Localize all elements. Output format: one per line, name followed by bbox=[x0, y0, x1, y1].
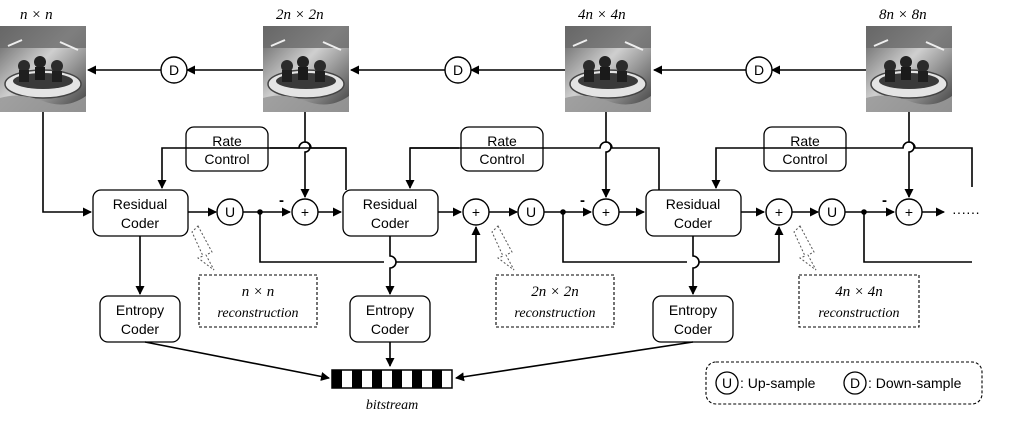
reconstruction-label-3: 4n × 4n reconstruction bbox=[798, 274, 920, 328]
svg-text:Residual: Residual bbox=[363, 196, 417, 212]
legend-down-text: : Down-sample bbox=[868, 375, 962, 391]
svg-text:D: D bbox=[850, 375, 860, 391]
image-8n-by-8n bbox=[865, 25, 953, 113]
svg-text:reconstruction: reconstruction bbox=[217, 306, 298, 321]
svg-text:Coder: Coder bbox=[674, 321, 712, 337]
upsample-node-2: U bbox=[517, 198, 545, 226]
svg-text:Coder: Coder bbox=[371, 215, 409, 231]
image-label-n: n × n bbox=[20, 7, 53, 23]
svg-text:4n × 4n: 4n × 4n bbox=[835, 284, 883, 300]
svg-text:U: U bbox=[225, 204, 235, 220]
svg-text:Rate: Rate bbox=[790, 133, 820, 149]
image-4n-by-4n bbox=[564, 25, 652, 113]
entropy-coder-3: Entropy Coder bbox=[652, 295, 734, 343]
svg-text:reconstruction: reconstruction bbox=[818, 306, 899, 321]
svg-text:Control: Control bbox=[782, 151, 827, 167]
image-label-2n: 2n × 2n bbox=[276, 7, 324, 23]
svg-text:U: U bbox=[827, 204, 837, 220]
residual-coder-1: Residual Coder bbox=[92, 189, 189, 237]
minus-sign-1: - bbox=[279, 192, 284, 209]
legend-down-icon bbox=[843, 371, 867, 395]
subtract-node-3: + bbox=[895, 198, 923, 226]
subtract-node-2: + bbox=[592, 198, 620, 226]
residual-coder-3: Residual Coder bbox=[645, 189, 742, 237]
svg-text:Control: Control bbox=[479, 151, 524, 167]
hint-arrow-3 bbox=[793, 225, 817, 271]
svg-text:U: U bbox=[526, 204, 536, 220]
svg-text:Residual: Residual bbox=[113, 196, 167, 212]
svg-text:+: + bbox=[472, 204, 480, 220]
hint-arrow-2 bbox=[491, 225, 515, 271]
svg-text:+: + bbox=[905, 204, 913, 220]
continuation-ellipsis: ······ bbox=[952, 204, 980, 220]
svg-text:D: D bbox=[754, 62, 764, 78]
svg-text:Rate: Rate bbox=[487, 133, 517, 149]
svg-text:2n × 2n: 2n × 2n bbox=[531, 284, 579, 300]
entropy-coder-1: Entropy Coder bbox=[99, 295, 181, 343]
add-node-1: + bbox=[462, 198, 490, 226]
upsample-node-3: U bbox=[818, 198, 846, 226]
rate-control-3: Rate Control bbox=[763, 126, 847, 172]
downsample-node-3: D bbox=[745, 56, 773, 84]
entropy-coder-2: Entropy Coder bbox=[349, 295, 431, 343]
svg-text:Entropy: Entropy bbox=[366, 302, 414, 318]
svg-text:D: D bbox=[169, 62, 179, 78]
svg-text:Coder: Coder bbox=[371, 321, 409, 337]
svg-text:reconstruction: reconstruction bbox=[514, 306, 595, 321]
downsample-node-1: D bbox=[160, 56, 188, 84]
svg-text:U: U bbox=[722, 375, 732, 391]
add-node-2: + bbox=[765, 198, 793, 226]
rate-control-2: Rate Control bbox=[460, 126, 544, 172]
svg-text:D: D bbox=[453, 62, 463, 78]
svg-text:Coder: Coder bbox=[674, 215, 712, 231]
svg-text:n × n: n × n bbox=[242, 284, 275, 300]
svg-text:Control: Control bbox=[204, 151, 249, 167]
svg-text:Coder: Coder bbox=[121, 321, 159, 337]
upsample-node-1: U bbox=[216, 198, 244, 226]
svg-text:+: + bbox=[775, 204, 783, 220]
reconstruction-label-1: n × n reconstruction bbox=[198, 274, 318, 328]
image-label-4n: 4n × 4n bbox=[578, 7, 626, 23]
image-label-8n: 8n × 8n bbox=[879, 7, 927, 23]
svg-text:+: + bbox=[301, 204, 309, 220]
bitstream-bar bbox=[331, 369, 453, 389]
legend-up-icon bbox=[715, 371, 739, 395]
svg-text:Entropy: Entropy bbox=[116, 302, 164, 318]
svg-text:Rate: Rate bbox=[212, 133, 242, 149]
downsample-node-2: D bbox=[444, 56, 472, 84]
bitstream-label: bitstream bbox=[366, 398, 418, 413]
svg-text:+: + bbox=[602, 204, 610, 220]
rate-control-1: Rate Control bbox=[185, 126, 269, 172]
residual-coder-2: Residual Coder bbox=[342, 189, 439, 237]
image-n-by-n bbox=[0, 25, 87, 113]
svg-text:Entropy: Entropy bbox=[669, 302, 717, 318]
svg-text:Residual: Residual bbox=[666, 196, 720, 212]
hint-arrow-1 bbox=[191, 225, 215, 271]
reconstruction-label-2: 2n × 2n reconstruction bbox=[495, 274, 615, 328]
legend-up-text: : Up-sample bbox=[740, 375, 816, 391]
legend: U : Up-sample D : Down-sample bbox=[705, 361, 983, 405]
subtract-node-1: + bbox=[291, 198, 319, 226]
svg-text:Coder: Coder bbox=[121, 215, 159, 231]
image-2n-by-2n bbox=[262, 25, 350, 113]
minus-sign-3: - bbox=[882, 192, 887, 209]
minus-sign-2: - bbox=[580, 192, 585, 209]
